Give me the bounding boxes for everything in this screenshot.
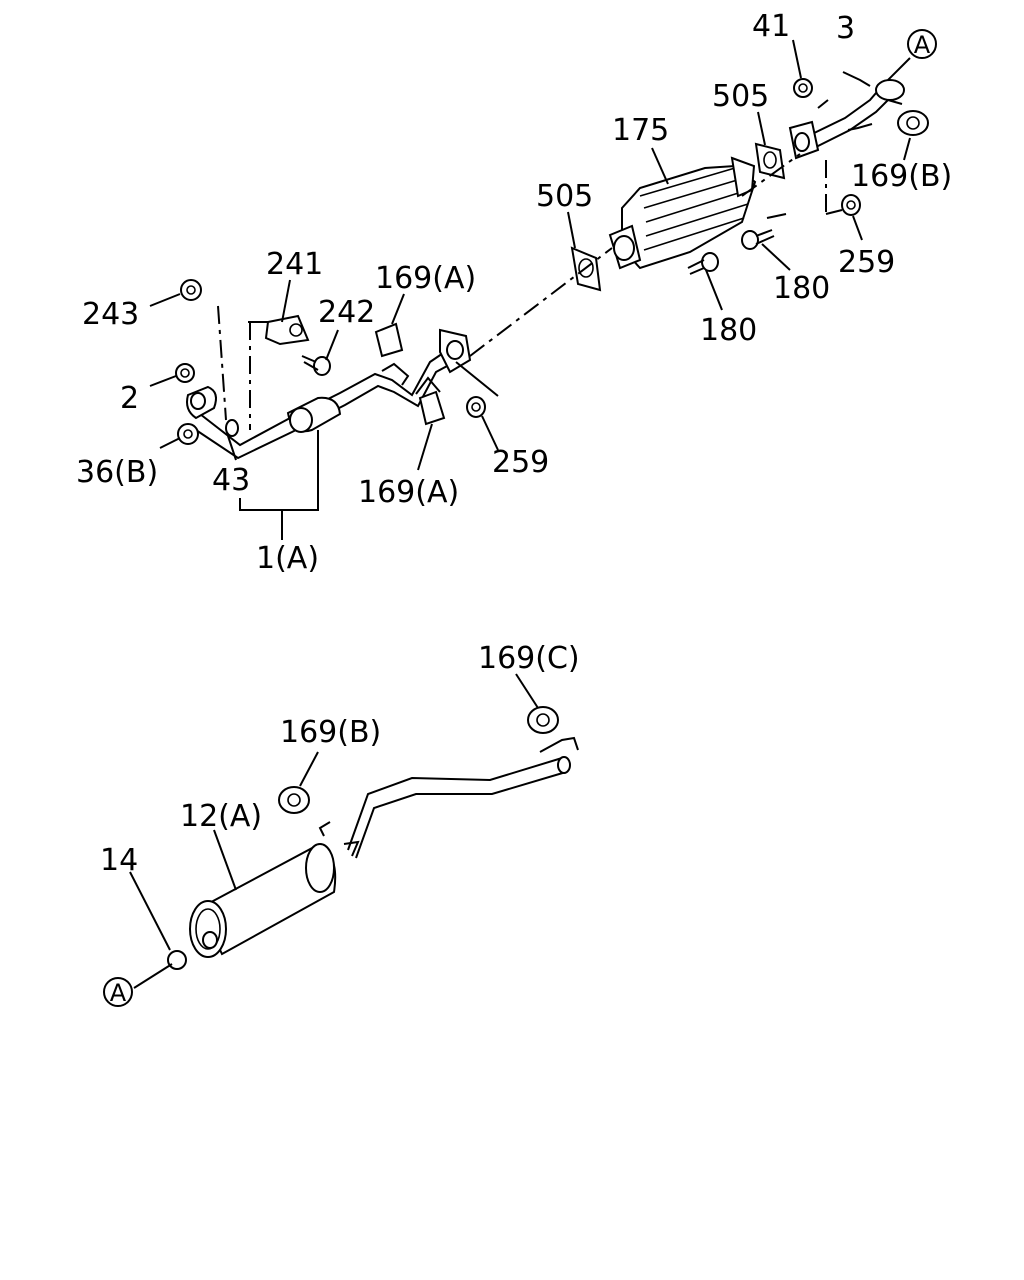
label-505-left: 505 xyxy=(536,179,593,214)
nut-243 xyxy=(180,279,202,301)
bolt-242 xyxy=(301,355,331,376)
label-180-right: 180 xyxy=(773,271,830,306)
label-180-mid: 180 xyxy=(700,313,757,348)
catalytic-converter xyxy=(608,156,757,270)
label-259-mid: 259 xyxy=(492,445,549,480)
tail-pipe xyxy=(318,736,579,859)
label-505-right: 505 xyxy=(712,79,769,114)
label-43: 43 xyxy=(212,463,250,498)
label-169b-lower: 169(B) xyxy=(280,715,381,750)
reference-a-bottom: A xyxy=(110,979,127,1007)
clip-14 xyxy=(167,950,187,970)
bolt-180-mid xyxy=(687,252,719,275)
label-242: 242 xyxy=(318,295,375,330)
hanger-169B-lower xyxy=(278,786,310,814)
label-3: 3 xyxy=(836,11,855,46)
hanger-169C xyxy=(527,706,559,734)
label-41: 41 xyxy=(752,9,790,44)
clamp-43 xyxy=(225,419,239,437)
nut-2 xyxy=(175,363,195,383)
hanger-169A-bottom xyxy=(418,390,446,426)
label-14: 14 xyxy=(100,843,138,878)
nut-259-right xyxy=(841,194,861,216)
label-1a: 1(A) xyxy=(256,541,319,576)
label-175: 175 xyxy=(612,113,669,148)
front-pipe xyxy=(186,328,472,460)
label-243: 243 xyxy=(82,297,139,332)
reference-circle-top xyxy=(907,29,937,59)
label-169b-top: 169(B) xyxy=(851,159,952,194)
bracket-241 xyxy=(264,314,310,346)
label-36b: 36(B) xyxy=(76,455,158,490)
nut-259-mid xyxy=(466,396,486,418)
hanger-169A-top xyxy=(374,322,404,358)
label-2: 2 xyxy=(120,381,139,416)
label-169a-bottom: 169(A) xyxy=(358,475,459,510)
gasket-505-right xyxy=(754,142,786,180)
rear-pipe xyxy=(788,79,905,160)
label-12a: 12(A) xyxy=(180,799,262,834)
hanger-169B-top xyxy=(897,110,929,136)
label-259-right: 259 xyxy=(838,245,895,280)
bolt-180-right xyxy=(741,229,775,250)
reference-a-top: A xyxy=(914,31,931,59)
reference-circle-bottom xyxy=(103,977,133,1007)
nut-36B xyxy=(177,423,199,445)
label-241: 241 xyxy=(266,247,323,282)
muffler xyxy=(189,843,337,958)
nut-41 xyxy=(793,78,813,98)
label-169a-top: 169(A) xyxy=(375,261,476,296)
label-169c: 169(C) xyxy=(478,641,580,676)
